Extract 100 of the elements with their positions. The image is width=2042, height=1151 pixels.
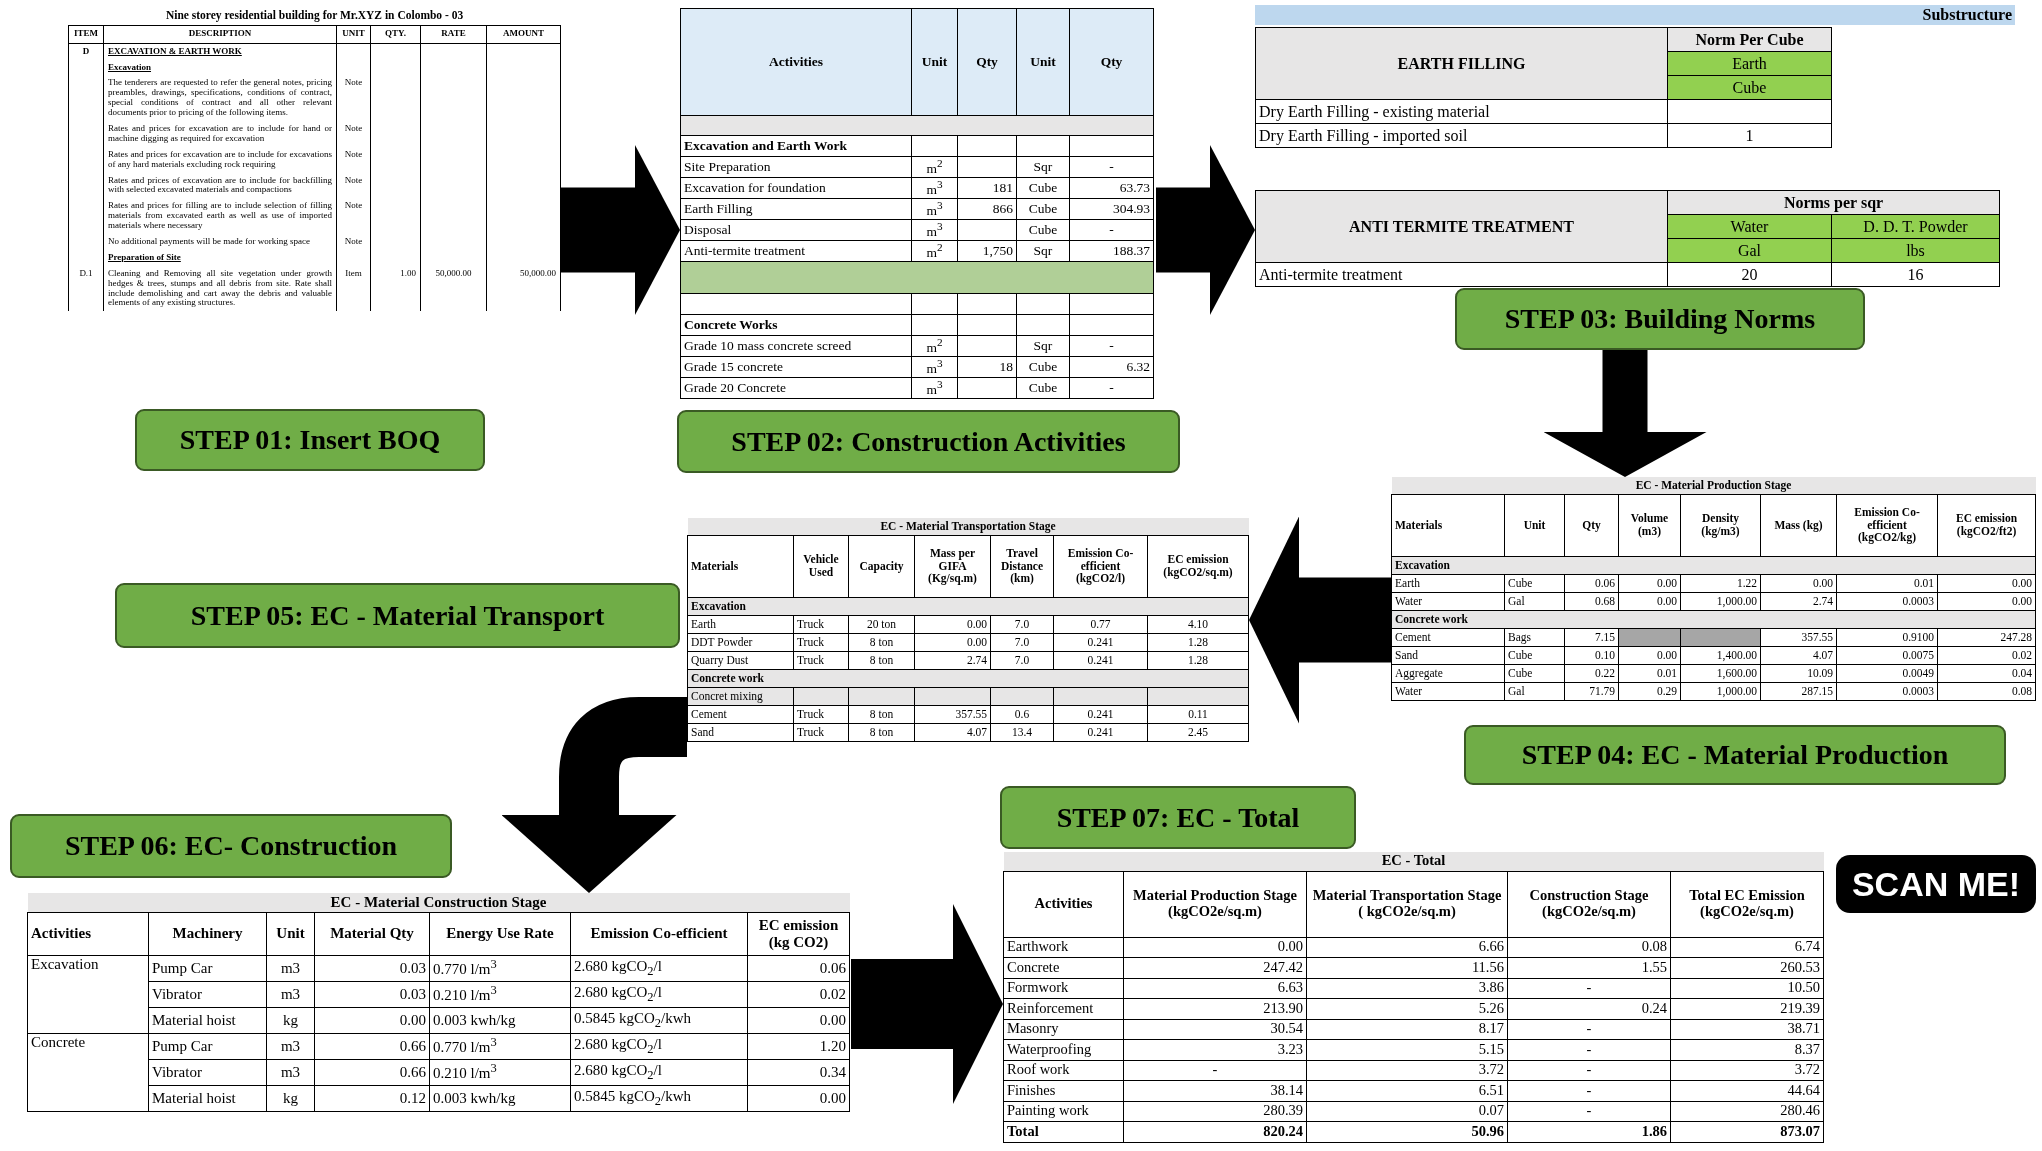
table-cell: 0.0075 <box>1836 646 1938 664</box>
table-cell: 1.28 <box>1147 651 1249 669</box>
data-table <box>1391 477 2037 701</box>
step-label: STEP 04: EC - Material Production <box>1464 725 2006 785</box>
table-cell: 0.00 <box>1618 574 1681 592</box>
table-cell: Vehicle Used <box>793 535 849 597</box>
table-cell: 2.45 <box>1147 723 1249 741</box>
table-cell: DDT Powder <box>687 633 794 651</box>
table-cell: Cube <box>1016 198 1070 220</box>
table-cell: 18 <box>957 356 1017 378</box>
table-cell: Finishes <box>1003 1080 1124 1101</box>
table-cell: 0.0049 <box>1836 664 1938 682</box>
table-cell: 5.15 <box>1306 1039 1508 1060</box>
table-cell: Earthwork <box>1003 937 1124 958</box>
table-cell: 0.06 <box>747 955 850 981</box>
table-cell: 0.003 kwh/kg <box>429 1007 571 1033</box>
table-cell: 71.79 <box>1564 682 1619 700</box>
table-cell: - <box>1507 1101 1671 1122</box>
table-cell: Cube <box>1667 75 1832 100</box>
table-cell: 0.210 l/m$^{3}$ <box>429 981 571 1007</box>
table-cell: Note <box>336 198 371 234</box>
table-cell: 0.11 <box>1147 705 1249 723</box>
table-cell: m$^{2}$ <box>911 335 958 357</box>
table-cell: 4.10 <box>1147 615 1249 633</box>
table-cell: 0.5845 kgCO$_{2}$/kwh <box>570 1007 748 1033</box>
table-cell: 0.6 <box>990 705 1054 723</box>
table-cell: - <box>1507 1060 1671 1081</box>
table-cell: 6.63 <box>1123 978 1307 999</box>
table-cell: 1,600.00 <box>1680 664 1761 682</box>
table-cell: 6.51 <box>1306 1080 1508 1101</box>
table-cell: Cube <box>1016 377 1070 399</box>
table-cell: Note <box>336 172 371 199</box>
table-cell: Materials <box>1391 494 1505 556</box>
step-label: STEP 06: EC- Construction <box>10 814 452 878</box>
table-cell: 1,000.00 <box>1680 682 1761 700</box>
table-cell: 0.24 <box>1507 998 1671 1019</box>
table-cell: - <box>1069 335 1154 357</box>
table-cell: Emission Co-efficient <box>570 912 748 955</box>
table-cell: 0.01 <box>1618 664 1681 682</box>
table-cell: 0.5845 kgCO$_{2}$/kwh <box>570 1085 748 1111</box>
table-cell: Truck <box>793 651 849 669</box>
table-cell: m$^{2}$ <box>911 240 958 262</box>
table-cell: 6.66 <box>1306 937 1508 958</box>
table-cell: m3 <box>266 955 315 981</box>
table-cell: 0.04 <box>1937 664 2036 682</box>
table-cell: 2.680 kgCO$_{2}$/l <box>570 955 748 981</box>
table-cell: Water <box>1391 592 1505 610</box>
table-cell: 181 <box>957 177 1017 199</box>
table-cell: m3 <box>266 981 315 1007</box>
table-cell: - <box>1507 1019 1671 1040</box>
table-cell: Disposal <box>680 219 912 241</box>
block-arrow <box>1543 350 1707 477</box>
table-cell: Unit <box>1504 494 1565 556</box>
table-cell: RATE <box>420 25 487 44</box>
table-cell: 4.07 <box>914 723 991 741</box>
table-cell: 0.00 <box>1937 574 2036 592</box>
table-cell: DESCRIPTION <box>103 25 337 44</box>
table-cell: Activities <box>27 912 149 955</box>
table-cell: m$^{2}$ <box>911 156 958 178</box>
table-cell: 0.66 <box>314 1033 430 1059</box>
table-cell: 0.00 <box>1618 646 1681 664</box>
table-cell: Material hoist <box>148 1007 267 1033</box>
table-cell: 0.22 <box>1564 664 1619 682</box>
table-cell: Water <box>1391 682 1505 700</box>
table-cell: Gal <box>1504 592 1565 610</box>
table-cell: Dry Earth Filling - imported soil <box>1255 123 1668 148</box>
table-cell: Painting work <box>1003 1101 1124 1122</box>
table-cell: 0.77 <box>1053 615 1148 633</box>
table-cell: 820.24 <box>1123 1121 1307 1142</box>
table-cell: Material Production Stage (kgCO2e/sq.m) <box>1123 871 1307 937</box>
table-cell: 0.08 <box>1937 682 2036 700</box>
table-cell: Concrete <box>1003 957 1124 978</box>
table-cell: Cement <box>1391 628 1505 646</box>
table-cell: Mass (kg) <box>1760 494 1837 556</box>
table-cell: 8.37 <box>1670 1039 1824 1060</box>
table-cell: 2.74 <box>914 651 991 669</box>
table-cell: 0.10 <box>1564 646 1619 664</box>
table-cell: EARTH FILLING <box>1255 27 1668 100</box>
table-cell: 357.55 <box>1760 628 1837 646</box>
table-cell: 50,000.00 <box>420 265 487 312</box>
table-cell: 0.770 l/m$^{3}$ <box>429 1033 571 1059</box>
table-cell: Cube <box>1504 574 1565 592</box>
table-cell: Anti-termite treatment <box>1255 262 1668 287</box>
table-cell: Cube <box>1504 646 1565 664</box>
table-cell: 38.71 <box>1670 1019 1824 1040</box>
table-cell: 0.06 <box>1564 574 1619 592</box>
table-cell: Norm Per Cube <box>1667 27 1832 52</box>
table-cell: Rates and prices for excavation are to include for excavations of any hard materials excluding rock requiring <box>103 146 337 173</box>
table-cell: 10.09 <box>1760 664 1837 682</box>
table-cell: Activities <box>1003 871 1124 937</box>
table-cell: 0.00 <box>747 1085 850 1111</box>
table-cell: 0.01 <box>1836 574 1938 592</box>
table-cell: - <box>1507 1039 1671 1060</box>
table-cell: 50,000.00 <box>486 265 561 312</box>
table-cell: 8 ton <box>848 723 915 741</box>
table-cell: Preparation of Site <box>103 249 337 266</box>
table-cell: AMOUNT <box>486 25 561 44</box>
table-cell: Truck <box>793 723 849 741</box>
table-cell: Earth <box>687 615 794 633</box>
table-cell: 1.55 <box>1507 957 1671 978</box>
